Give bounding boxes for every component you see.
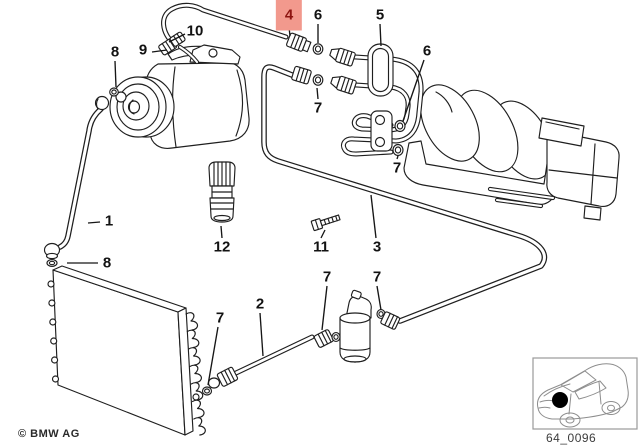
double-pipe-assembly [329,43,424,157]
callout-7-16[interactable]: 7 [322,268,332,286]
bolt [310,214,341,232]
drier-right-fitting [380,311,401,330]
location-dot [552,392,568,408]
assembly-lower-fitting [330,75,357,95]
callout-11-11[interactable]: 11 [313,238,329,256]
callout-6-6[interactable]: 6 [422,42,432,60]
o-ring-6-upper [312,43,324,55]
o-ring-7-upper [312,74,324,86]
pipe-2-liquid-line [233,334,315,376]
car-outline [537,363,629,428]
o-ring-7-assembly [392,143,404,157]
condenser [47,265,206,436]
callout-2-14[interactable]: 2 [255,295,265,313]
engine-intake-manifold [403,84,620,221]
callout-7-7[interactable]: 7 [313,99,323,117]
callout-6-4[interactable]: 6 [313,6,323,24]
inset-caption: 64_0096 [546,431,597,445]
receiver-drier [201,289,401,396]
callout-7-15[interactable]: 7 [215,309,225,327]
condenser-fins [185,312,206,436]
pipe-1-discharge-line [43,106,104,267]
assembly-upper-fitting [329,47,356,67]
callout-1-9[interactable]: 1 [104,212,114,230]
o-ring-7-drier-left [331,332,341,342]
callout-5-5[interactable]: 5 [375,6,385,24]
pipe-4-end-fitting [286,32,312,53]
pipe-3-end-fitting [291,65,312,85]
service-valve [208,161,236,223]
callout-8-13[interactable]: 8 [102,254,112,272]
callout-4-3[interactable]: 4 [275,0,303,31]
callout-9-1[interactable]: 9 [138,41,148,59]
o-ring-7-condenser [201,386,213,396]
callout-10-2[interactable]: 10 [186,22,204,40]
copyright-text: © BMW AG [18,428,80,440]
o-ring-6-lower [394,119,406,133]
callout-7-17[interactable]: 7 [372,268,382,286]
callout-7-8[interactable]: 7 [392,159,402,177]
pipe-2-fitting [216,366,239,387]
assembly-bracket [367,43,394,97]
pipe-4-pressure-hose [161,2,289,47]
pipe-3-suction-line [261,64,548,324]
callout-8-0[interactable]: 8 [110,43,120,61]
compressor [94,31,250,149]
callout-12-10[interactable]: 12 [213,238,231,256]
o-ring-8-lower [46,259,58,267]
o-ring-8-upper [109,87,119,97]
leader-lines [67,23,425,386]
callout-3-12[interactable]: 3 [372,238,382,256]
drier-left-fitting [313,329,334,348]
car-location-inset [532,357,638,430]
